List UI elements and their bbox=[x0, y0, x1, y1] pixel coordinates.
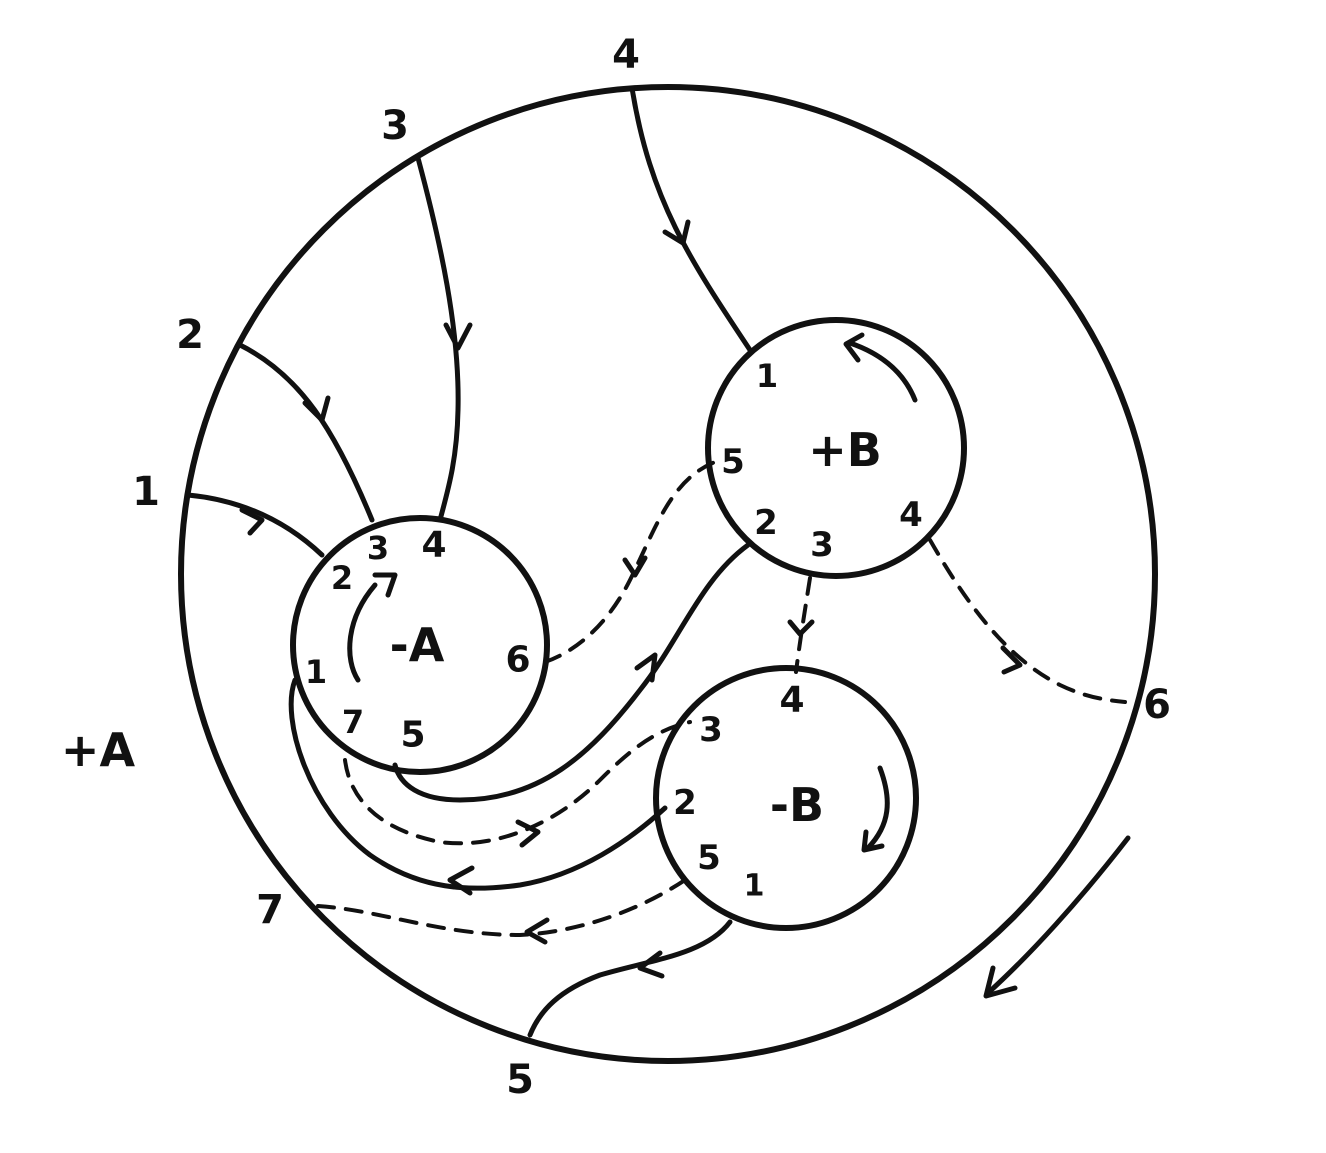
arrowhead-plus-b-line bbox=[634, 652, 658, 683]
rotation-arrowhead-minus-a bbox=[372, 572, 398, 598]
arrowhead-2 bbox=[302, 395, 331, 423]
line-1-to-minus-a bbox=[185, 492, 325, 558]
rotation-arrow-plus-b bbox=[847, 340, 918, 403]
line-4-to-plus-b bbox=[629, 85, 753, 353]
plus-b-point-3: 3 bbox=[810, 525, 834, 565]
minus-b-point-4: 4 bbox=[779, 680, 804, 721]
plus-b-point-2: 2 bbox=[754, 503, 778, 543]
plus-b-point-5: 5 bbox=[721, 442, 745, 482]
rotation-arrowhead-plus-b bbox=[843, 332, 865, 363]
dashed-minus-b-5-to-7 bbox=[316, 878, 687, 938]
boundary-point-2: 2 bbox=[176, 312, 204, 358]
outer-rotation-arrow bbox=[985, 835, 1131, 996]
circle-minus-a bbox=[290, 515, 550, 775]
arrowhead-dashed-6 bbox=[622, 555, 648, 578]
arrowhead-dashed-6-out bbox=[1000, 645, 1023, 675]
dashed-minus-a-6-to-plus-b-5 bbox=[543, 460, 717, 664]
boundary-point-4: 4 bbox=[612, 32, 640, 78]
minus-a-point-4: 4 bbox=[421, 525, 446, 566]
minus-a-label: -A bbox=[390, 618, 445, 672]
arrowhead-dashed-5-7 bbox=[524, 917, 550, 945]
rotation-arrowhead-minus-b bbox=[861, 829, 885, 853]
rotation-arrow-minus-a bbox=[347, 582, 378, 683]
arrowhead-loop-line bbox=[447, 865, 475, 896]
boundary-point-1: 1 bbox=[132, 469, 160, 515]
arrowhead-5-line bbox=[637, 950, 665, 979]
dashed-plus-b-4-to-6 bbox=[928, 538, 1127, 704]
minus-b-point-2: 2 bbox=[673, 783, 697, 823]
minus-a-point-7: 7 bbox=[342, 703, 364, 741]
line-2-to-minus-a bbox=[237, 342, 375, 523]
plus-b-point-4: 4 bbox=[899, 495, 923, 535]
boundary-point-6: 6 bbox=[1143, 682, 1171, 728]
dashed-plus-b-3-to-minus-b-4 bbox=[794, 576, 812, 674]
minus-b-point-3: 3 bbox=[699, 710, 723, 750]
boundary-label: +A bbox=[61, 723, 136, 777]
rotation-arrow-minus-b bbox=[865, 765, 890, 851]
outer-rotation-arrowhead bbox=[983, 965, 1018, 999]
boundary-point-3: 3 bbox=[381, 103, 409, 149]
arrowhead-1 bbox=[239, 507, 265, 536]
line-minus-a-loop-to-minus-b bbox=[288, 677, 668, 891]
minus-a-point-2: 2 bbox=[331, 559, 353, 597]
plus-b-point-1: 1 bbox=[756, 357, 778, 395]
boundary-point-7: 7 bbox=[256, 887, 284, 933]
minus-a-point-1: 1 bbox=[305, 653, 327, 691]
circle-plus-b bbox=[705, 317, 967, 579]
boundary-point-5: 5 bbox=[506, 1057, 534, 1103]
line-plus-b-to-minus-a bbox=[392, 542, 751, 803]
arrowhead-3 bbox=[443, 322, 473, 351]
minus-b-point-5: 5 bbox=[697, 838, 721, 878]
line-3-to-minus-a bbox=[415, 155, 461, 523]
dashed-minus-a-7-to-minus-b-3 bbox=[343, 720, 692, 846]
minus-b-label: -B bbox=[770, 778, 824, 832]
plus-b-label: +B bbox=[808, 423, 882, 477]
minus-a-point-3: 3 bbox=[367, 529, 389, 567]
arrowhead-dashed-7-3 bbox=[515, 819, 541, 848]
arrowhead-dashed-3-4 bbox=[787, 619, 815, 637]
minus-b-point-1: 1 bbox=[744, 869, 765, 904]
circle-minus-b bbox=[653, 665, 919, 931]
minus-a-point-6: 6 bbox=[505, 640, 530, 681]
arrowhead-4 bbox=[662, 219, 691, 246]
minus-a-point-5: 5 bbox=[400, 715, 425, 756]
outer-boundary-circle bbox=[178, 84, 1158, 1064]
line-minus-b-to-5 bbox=[527, 919, 733, 1038]
